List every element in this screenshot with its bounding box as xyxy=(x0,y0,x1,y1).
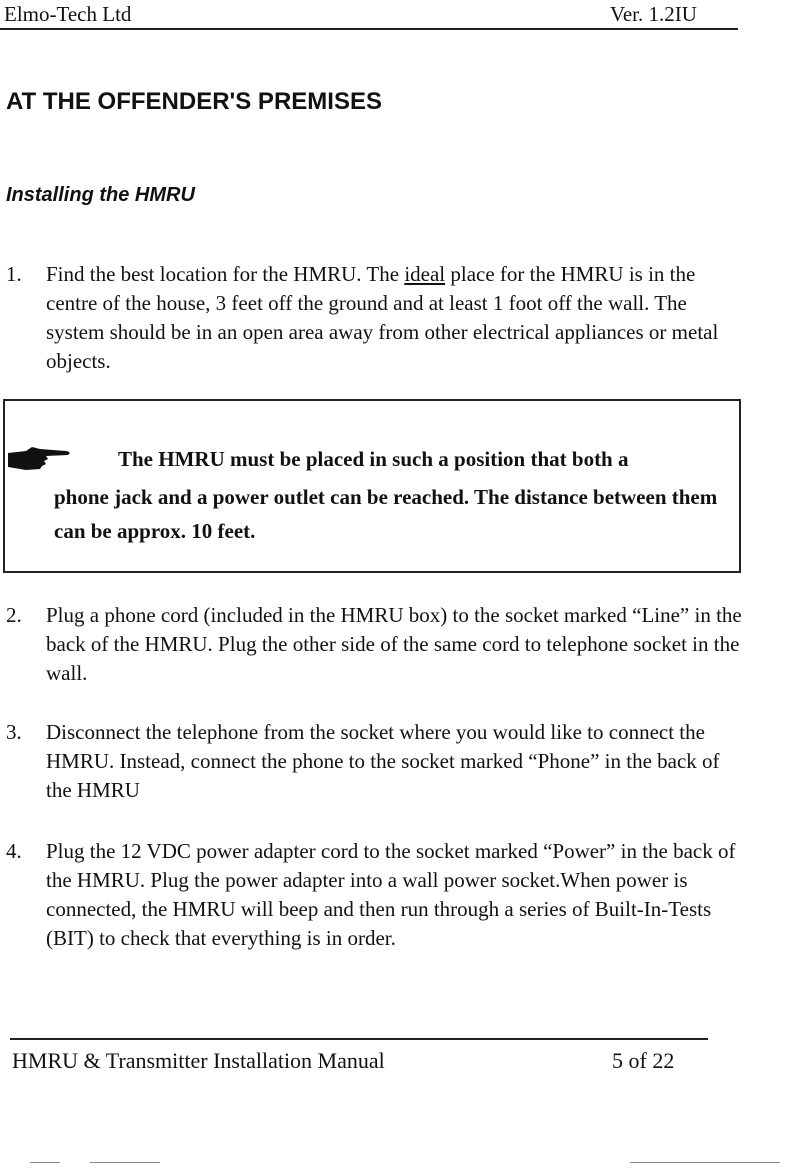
footer-rule xyxy=(10,1038,708,1040)
step-text: Plug a phone cord (included in the HMRU … xyxy=(46,603,742,685)
scan-artifact xyxy=(630,1162,780,1163)
note-box xyxy=(3,399,741,573)
header-rule xyxy=(0,28,738,30)
subsection-title: Installing the HMRU xyxy=(6,184,195,206)
section-title: AT THE OFFENDER'S PREMISES xyxy=(6,88,382,115)
step-text-part: Find the best location for the HMRU. The xyxy=(46,262,405,286)
step-text: Plug the 12 VDC power adapter cord to th… xyxy=(46,839,736,950)
step-number: 2. xyxy=(6,603,22,627)
footer-page-number: 5 of 22 xyxy=(612,1048,675,1073)
step-1: 1. Find the best location for the HMRU. … xyxy=(6,260,746,376)
step-number: 4. xyxy=(6,839,22,863)
pointing-hand-icon xyxy=(6,445,76,475)
step-4: 4. Plug the 12 VDC power adapter cord to… xyxy=(6,837,746,953)
step-3: 3. Disconnect the telephone from the soc… xyxy=(6,718,746,805)
step-text: Find the best location for the HMRU. The… xyxy=(46,260,746,376)
step-number: 1. xyxy=(6,262,22,286)
scan-artifact xyxy=(90,1162,160,1163)
note-text: phone jack and a power outlet can be rea… xyxy=(54,485,718,543)
header-version: Ver. 1.2IU xyxy=(610,2,697,26)
scan-artifact xyxy=(30,1162,60,1163)
step-text: Disconnect the telephone from the socket… xyxy=(46,720,720,802)
step-text-part: place for the HMRU is in the centre of t… xyxy=(46,262,719,373)
header-company: Elmo-Tech Ltd xyxy=(4,2,132,26)
emphasis-ideal: ideal xyxy=(404,262,446,286)
step-number: 3. xyxy=(6,720,22,744)
note-line-1: The HMRU must be placed in such a positi… xyxy=(118,447,629,471)
footer-manual-title: HMRU & Transmitter Installation Manual xyxy=(12,1048,385,1073)
step-2: 2. Plug a phone cord (included in the HM… xyxy=(6,601,746,688)
